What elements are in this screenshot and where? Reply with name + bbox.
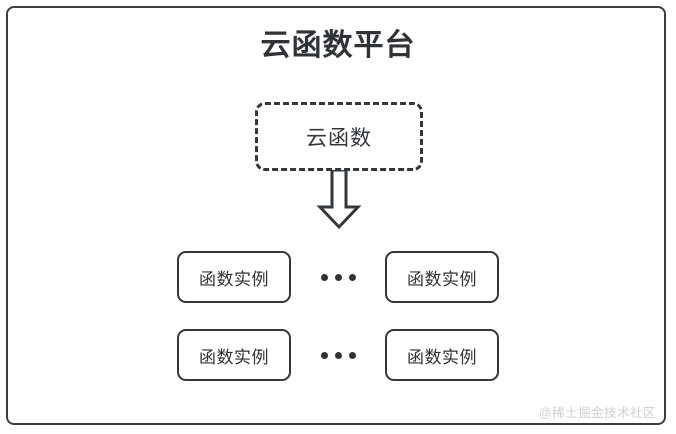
ellipsis-dot	[334, 273, 342, 281]
ellipsis-dot	[320, 351, 328, 359]
function-instance-label: 函数实例	[407, 269, 477, 289]
function-instance-row-2: 函数实例 函数实例	[0, 329, 676, 381]
function-instance-row-1: 函数实例 函数实例	[0, 251, 676, 303]
ellipsis-dot	[334, 351, 342, 359]
function-instance-box: 函数实例	[177, 329, 291, 381]
ellipsis-separator-icon	[291, 329, 385, 381]
page-title: 云函数平台	[260, 29, 416, 62]
cloud-function-node: 云函数	[255, 102, 423, 171]
function-instance-box: 函数实例	[385, 251, 499, 303]
down-block-arrow-icon	[312, 168, 366, 230]
function-instance-label: 函数实例	[199, 269, 269, 289]
ellipsis-dot	[320, 273, 328, 281]
function-instance-box: 函数实例	[385, 329, 499, 381]
ellipsis-separator-icon	[291, 251, 385, 303]
ellipsis-dot	[348, 273, 356, 281]
function-instance-label: 函数实例	[199, 347, 269, 367]
cloud-function-label: 云函数	[306, 126, 372, 150]
function-instance-label: 函数实例	[407, 347, 477, 367]
function-instance-box: 函数实例	[177, 251, 291, 303]
ellipsis-dot	[348, 351, 356, 359]
watermark: @稀土掘金技术社区	[538, 406, 656, 420]
